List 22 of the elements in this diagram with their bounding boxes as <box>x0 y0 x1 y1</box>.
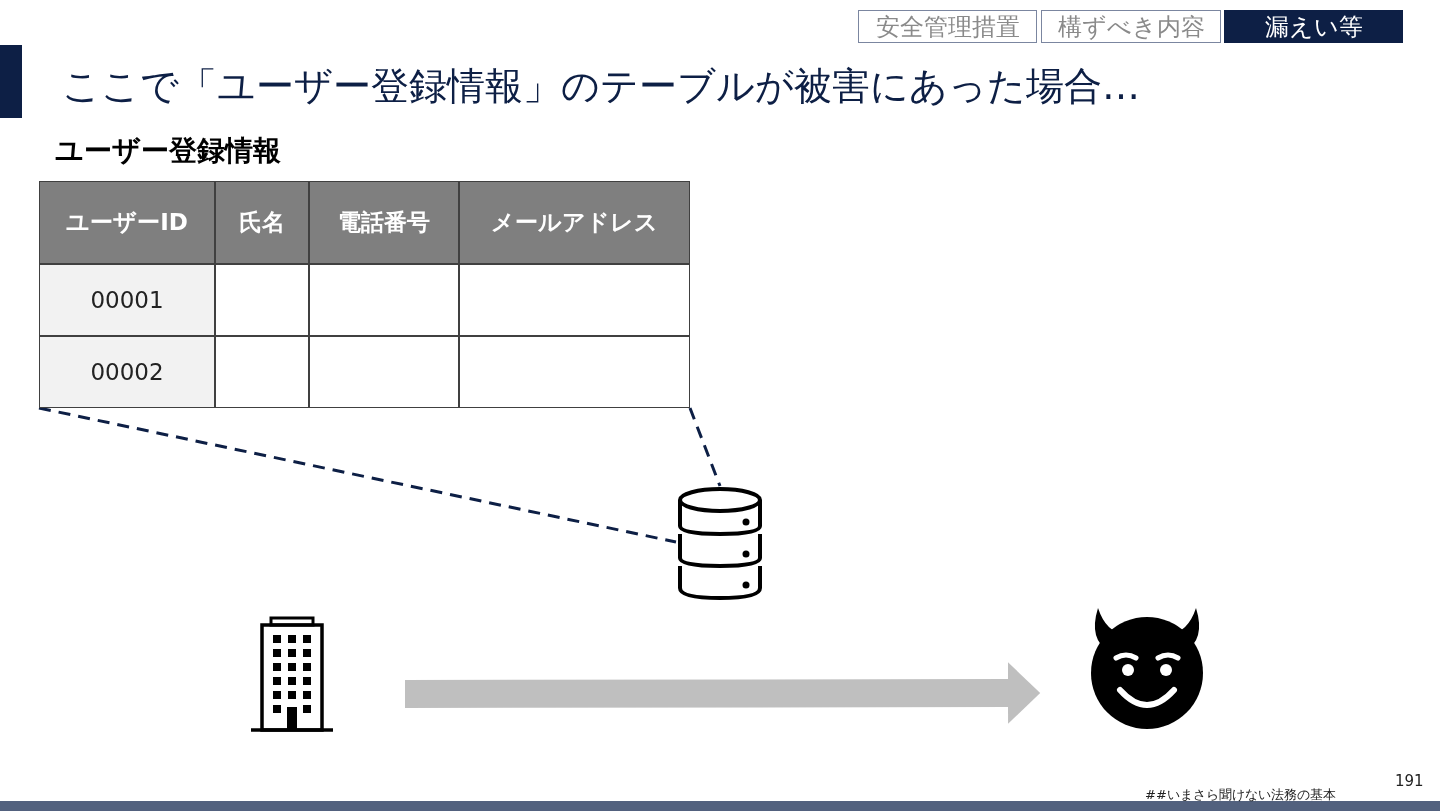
table-header-cell: 氏名 <box>215 181 309 264</box>
tab: 構ずべき内容 <box>1041 10 1221 43</box>
table-cell <box>459 264 690 336</box>
dashed-line <box>688 407 722 487</box>
table-cell: 00001 <box>39 264 215 336</box>
table-header-cell: 電話番号 <box>309 181 459 264</box>
table-cell <box>309 336 459 408</box>
dashed-line <box>38 406 677 544</box>
footer-text: ##いまさら聞けない法務の基本 <box>1145 786 1336 804</box>
table-cell <box>459 336 690 408</box>
table-cell <box>215 336 309 408</box>
tab: 漏えい等 <box>1224 10 1403 43</box>
table-title: ユーザー登録情報 <box>55 133 281 169</box>
slide-title: ここで「ユーザー登録情報」のテーブルが被害にあった場合… <box>62 63 1140 110</box>
page-number: 191 <box>1395 772 1424 790</box>
arrow <box>404 662 1041 724</box>
tab: 安全管理措置 <box>858 10 1037 43</box>
table-header-cell: メールアドレス <box>459 181 690 264</box>
table-cell <box>215 264 309 336</box>
table-cell: 00002 <box>39 336 215 408</box>
table-header-cell: ユーザーID <box>39 181 215 264</box>
table-cell <box>309 264 459 336</box>
